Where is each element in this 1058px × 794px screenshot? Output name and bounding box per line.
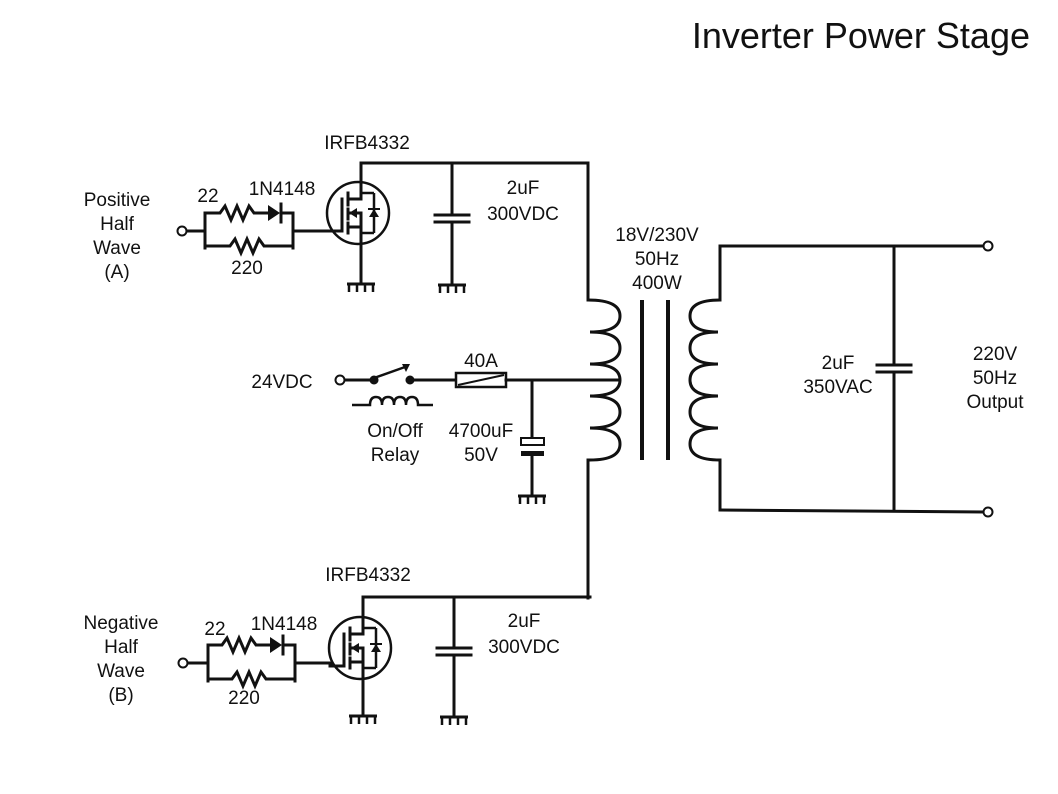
positive-input-label-3: Wave (93, 238, 141, 259)
relay-switch[interactable] (373, 365, 406, 380)
negative-input-label-3: Wave (97, 661, 145, 682)
positive-cap-value: 2uF (507, 178, 540, 199)
supply-label: 24VDC (251, 372, 312, 393)
positive-series-resistor-value: 22 (197, 186, 218, 207)
relay-label: On/Off (367, 421, 423, 442)
negative-input-label: Negative (84, 613, 159, 634)
bulk-cap-value: 4700uF (449, 421, 513, 442)
negative-series-resistor-value: 22 (204, 619, 225, 640)
negative-parallel-resistor-value: 220 (228, 688, 260, 709)
relay-coil-icon (352, 395, 433, 407)
positive-diode-icon (268, 205, 280, 221)
supply-input-terminal[interactable] (334, 374, 346, 386)
output-label: Output (966, 392, 1024, 413)
negative-mosfet-icon (327, 615, 393, 681)
positive-series-resistor (203, 202, 270, 250)
negative-diode-part: 1N4148 (251, 614, 318, 635)
output-section: 2uF 350VAC 220V 50Hz Output (718, 240, 1024, 518)
transformer: 18V/230V 50Hz 400W (586, 225, 722, 600)
positive-mosfet-part: IRFB4332 (324, 133, 410, 154)
output-cap-rating: 350VAC (803, 377, 872, 398)
fuse-rating: 40A (464, 351, 498, 372)
ground-icon (347, 714, 379, 726)
ground-icon (438, 715, 470, 727)
positive-diode-part: 1N4148 (249, 179, 316, 200)
negative-input-label-4: (B) (108, 685, 133, 706)
positive-parallel-resistor (203, 235, 295, 257)
bulk-cap-rating: 50V (464, 445, 498, 466)
secondary-winding (688, 298, 722, 462)
output-voltage: 220V (973, 344, 1018, 365)
negative-cap-rating: 300VDC (488, 637, 560, 658)
output-frequency: 50Hz (973, 368, 1017, 389)
ground-icon (516, 494, 548, 506)
positive-cap-rating: 300VDC (487, 204, 559, 225)
negative-stage: Negative Half Wave (B) 22 1N4148 220 IRF… (84, 565, 592, 727)
transformer-power: 400W (632, 273, 682, 294)
negative-diode-icon (270, 637, 282, 653)
positive-input-label-2: Half (100, 214, 135, 235)
diagram-title: Inverter Power Stage (692, 15, 1030, 56)
negative-mosfet-part: IRFB4332 (325, 565, 411, 586)
negative-cap-value: 2uF (508, 611, 541, 632)
ground-icon (345, 282, 377, 294)
primary-winding (586, 298, 622, 462)
negative-input-terminal[interactable] (177, 657, 189, 669)
positive-input-label-4: (A) (104, 262, 129, 283)
output-cap-value: 2uF (822, 353, 855, 374)
negative-parallel-resistor (206, 668, 297, 690)
negative-input-label-2: Half (104, 637, 139, 658)
transformer-ratio: 18V/230V (615, 225, 699, 246)
positive-parallel-resistor-value: 220 (231, 258, 263, 279)
positive-mosfet-icon (325, 180, 391, 246)
positive-input-terminal[interactable] (176, 225, 188, 237)
negative-series-resistor (206, 634, 272, 683)
transformer-frequency: 50Hz (635, 249, 679, 270)
output-terminal-bottom[interactable] (982, 506, 994, 518)
bulk-cap-icon (520, 437, 545, 446)
positive-stage: Positive Half Wave (A) 22 1N4148 220 IRF… (84, 133, 590, 302)
positive-input-label: Positive (84, 190, 151, 211)
supply-section: 24VDC On/Off Relay 40A 4700uF 50V (251, 351, 620, 506)
ground-icon (436, 283, 468, 295)
output-terminal-top[interactable] (982, 240, 994, 252)
relay-label-2: Relay (371, 445, 420, 466)
